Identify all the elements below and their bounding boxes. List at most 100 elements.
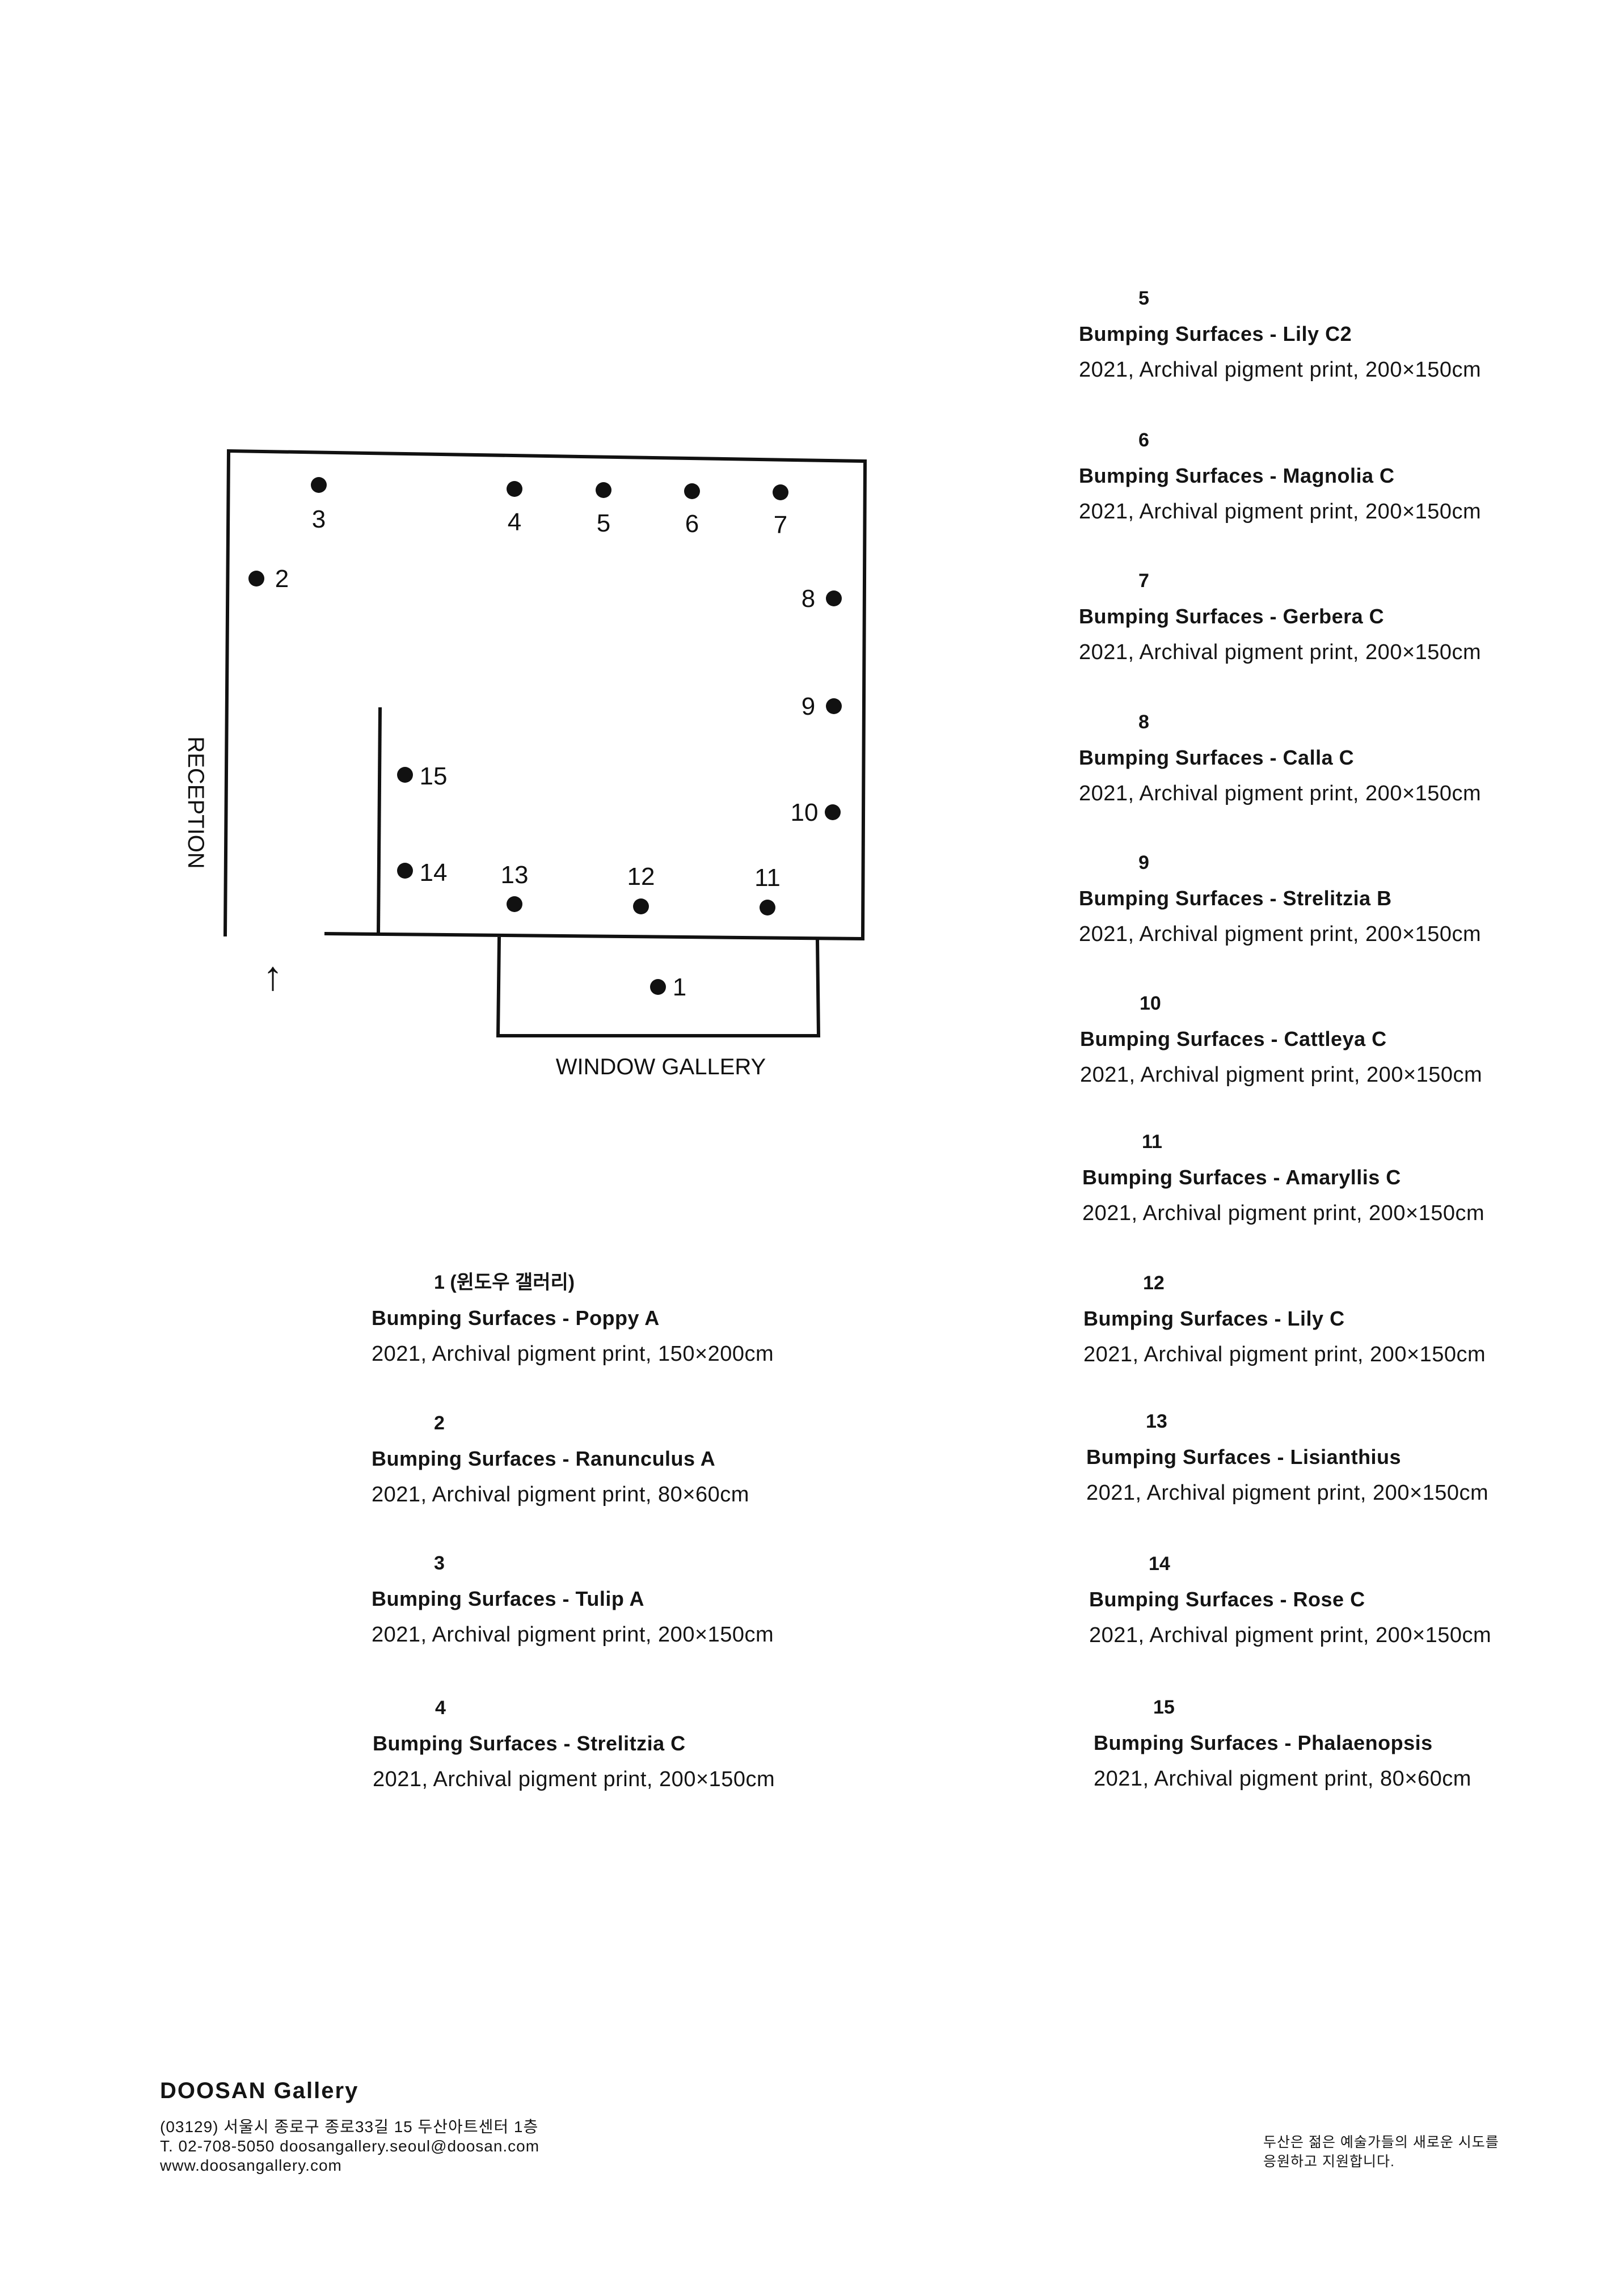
slogan-line-2: 응원하고 지원합니다. [1263,2154,1395,2170]
artwork-number: 7 [1138,570,1149,592]
artwork-spot-11-dot [760,900,775,915]
artwork-title: Bumping Surfaces - Lily C [1083,1307,1345,1330]
artwork-number: 3 [434,1552,445,1574]
artwork-spot-10-label: 10 [791,799,819,826]
artwork-details: 2021, Archival pigment print, 200×150cm [373,1767,775,1791]
artwork-title: Bumping Surfaces - Calla C [1079,746,1355,769]
artwork-spot-13-label: 13 [501,861,529,889]
gallery-address: (03129) 서울시 종로구 종로33길 15 두산아트센터 1층 [160,2118,539,2136]
artwork-details: 2021, Archival pigment print, 200×150cm [1079,922,1482,946]
artwork-spot-14-label: 14 [420,859,448,887]
artwork-number: 8 [1138,711,1149,733]
artwork-number: 11 [1142,1131,1162,1153]
artwork-title: Bumping Surfaces - Strelitzia B [1079,887,1392,910]
artwork-spot-9-label: 9 [802,693,815,720]
artwork-title: Bumping Surfaces - Strelitzia C [373,1732,686,1755]
artwork-details: 2021, Archival pigment print, 200×150cm [1083,1343,1486,1366]
artwork-spot-15-dot [397,767,413,783]
partition-wall [376,707,382,936]
artwork-spot-11-label: 11 [754,864,781,892]
artwork-details: 2021, Archival pigment print, 200×150cm [1086,1481,1489,1505]
reception-label: RECEPTION [183,736,208,868]
artwork-title: Bumping Surfaces - Phalaenopsis [1094,1731,1433,1754]
artwork-number: 6 [1138,429,1149,451]
artwork-spot-6-label: 6 [685,510,699,538]
artwork-number: 1 (윈도우 갤러리) [434,1272,575,1293]
artwork-spot-7-dot [773,484,788,500]
artwork-title: Bumping Surfaces - Lily C2 [1079,322,1352,345]
artwork-details: 2021, Archival pigment print, 80×60cm [1094,1767,1471,1791]
artwork-number: 10 [1140,993,1161,1014]
artwork-spot-1-dot [650,979,666,995]
gallery-website: www.doosangallery.com [160,2157,342,2174]
artwork-spot-6-dot [684,483,700,499]
artwork-number: 5 [1138,288,1149,309]
artwork-title: Bumping Surfaces - Ranunculus A [372,1447,716,1470]
artwork-spot-10-dot [825,804,841,820]
artwork-number: 13 [1146,1411,1167,1432]
artwork-spot-3-label: 3 [312,505,326,533]
artwork-details: 2021, Archival pigment print, 200×150cm [1079,782,1482,805]
artwork-number: 4 [435,1697,446,1719]
entrance-arrow: ↑ [263,953,283,999]
artwork-details: 2021, Archival pigment print, 200×150cm [1080,1063,1483,1087]
artwork-spot-4-dot [507,481,522,497]
gallery-logo: DOOSAN Gallery [160,2078,359,2103]
artwork-spot-1-label: 1 [673,973,686,1001]
artwork-details: 2021, Archival pigment print, 200×150cm [1079,640,1482,664]
artwork-spot-5-dot [596,482,611,498]
artwork-spot-12-label: 12 [627,863,655,891]
artwork-details: 2021, Archival pigment print, 80×60cm [372,1483,749,1507]
artwork-spot-12-dot [633,898,649,914]
floor-plan-walls [223,449,867,1037]
artwork-spot-8-dot [826,590,842,606]
artwork-details: 2021, Archival pigment print, 200×150cm [1079,358,1482,382]
artwork-spot-3-dot [311,477,327,493]
artwork-details: 2021, Archival pigment print, 200×150cm [1082,1201,1485,1225]
artwork-title: Bumping Surfaces - Gerbera C [1079,605,1385,628]
artwork-details: 2021, Archival pigment print, 200×150cm [1089,1623,1492,1647]
main-room-wall [223,449,867,941]
artwork-number: 2 [434,1412,445,1434]
artwork-spot-4-label: 4 [508,508,521,536]
artwork-title: Bumping Surfaces - Magnolia C [1079,464,1395,487]
artwork-title: Bumping Surfaces - Rose C [1089,1588,1365,1611]
artwork-number: 15 [1153,1697,1175,1718]
artwork-spot-8-label: 8 [802,585,815,613]
window-gallery-wall [496,936,821,1037]
artwork-number: 9 [1138,852,1149,874]
slogan-line-1: 두산은 젊은 예술가들의 새로운 시도를 [1263,2134,1499,2150]
window-gallery-label: WINDOW GALLERY [556,1054,766,1079]
gallery-contact: T. 02-708-5050 doosangallery.seoul@doosa… [160,2137,540,2155]
artwork-spot-15-label: 15 [420,762,448,790]
artwork-details: 2021, Archival pigment print, 200×150cm [372,1623,774,1647]
artwork-spot-2-label: 2 [275,565,289,593]
artwork-number: 12 [1143,1272,1165,1294]
artwork-details: 2021, Archival pigment print, 150×200cm [372,1342,774,1366]
artwork-spot-9-dot [826,698,842,714]
artwork-title: Bumping Surfaces - Lisianthius [1086,1445,1402,1469]
artwork-spot-13-dot [507,896,522,912]
artwork-title: Bumping Surfaces - Tulip A [372,1587,645,1610]
artwork-details: 2021, Archival pigment print, 200×150cm [1079,500,1482,524]
gallery-info: DOOSAN Gallery (03129) 서울시 종로구 종로33길 15 … [160,2078,539,2175]
artwork-spot-7-label: 7 [774,511,787,539]
artwork-spot-5-label: 5 [597,509,610,537]
